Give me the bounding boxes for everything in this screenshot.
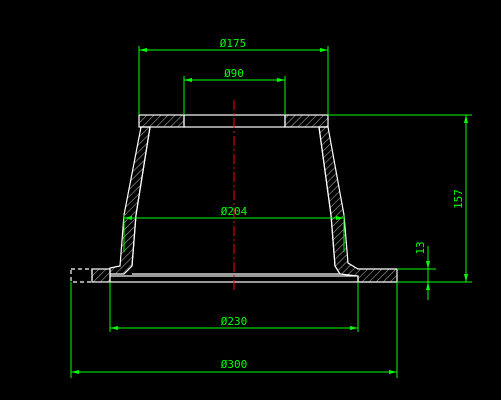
right-wall-section [318,126,398,283]
part-section [70,114,398,283]
dim-top-outer-diameter: Ø175 [220,37,247,50]
dim-base-outer-diameter: Ø300 [221,358,248,371]
phantom-flange-left [70,268,93,283]
inner-wall-right-lower [330,214,336,267]
dim-middle-diameter: Ø204 [221,205,248,218]
top-flange-right-section [284,114,329,128]
dim-top-inner-diameter: Ø90 [224,67,244,80]
top-flange-left-section [138,114,185,128]
dimension-lines [70,46,472,378]
dimension-arrows [71,48,468,374]
dim-total-height: 157 [452,189,465,209]
inner-wall-left [135,126,151,216]
dim-flange-thickness: 13 [414,241,427,254]
inner-wall-left-lower [131,214,137,267]
left-wall-section [109,126,151,275]
inner-wall-right [318,126,332,216]
base-flange-left-section [91,268,111,283]
dim-base-inner-diameter: Ø230 [221,315,248,328]
